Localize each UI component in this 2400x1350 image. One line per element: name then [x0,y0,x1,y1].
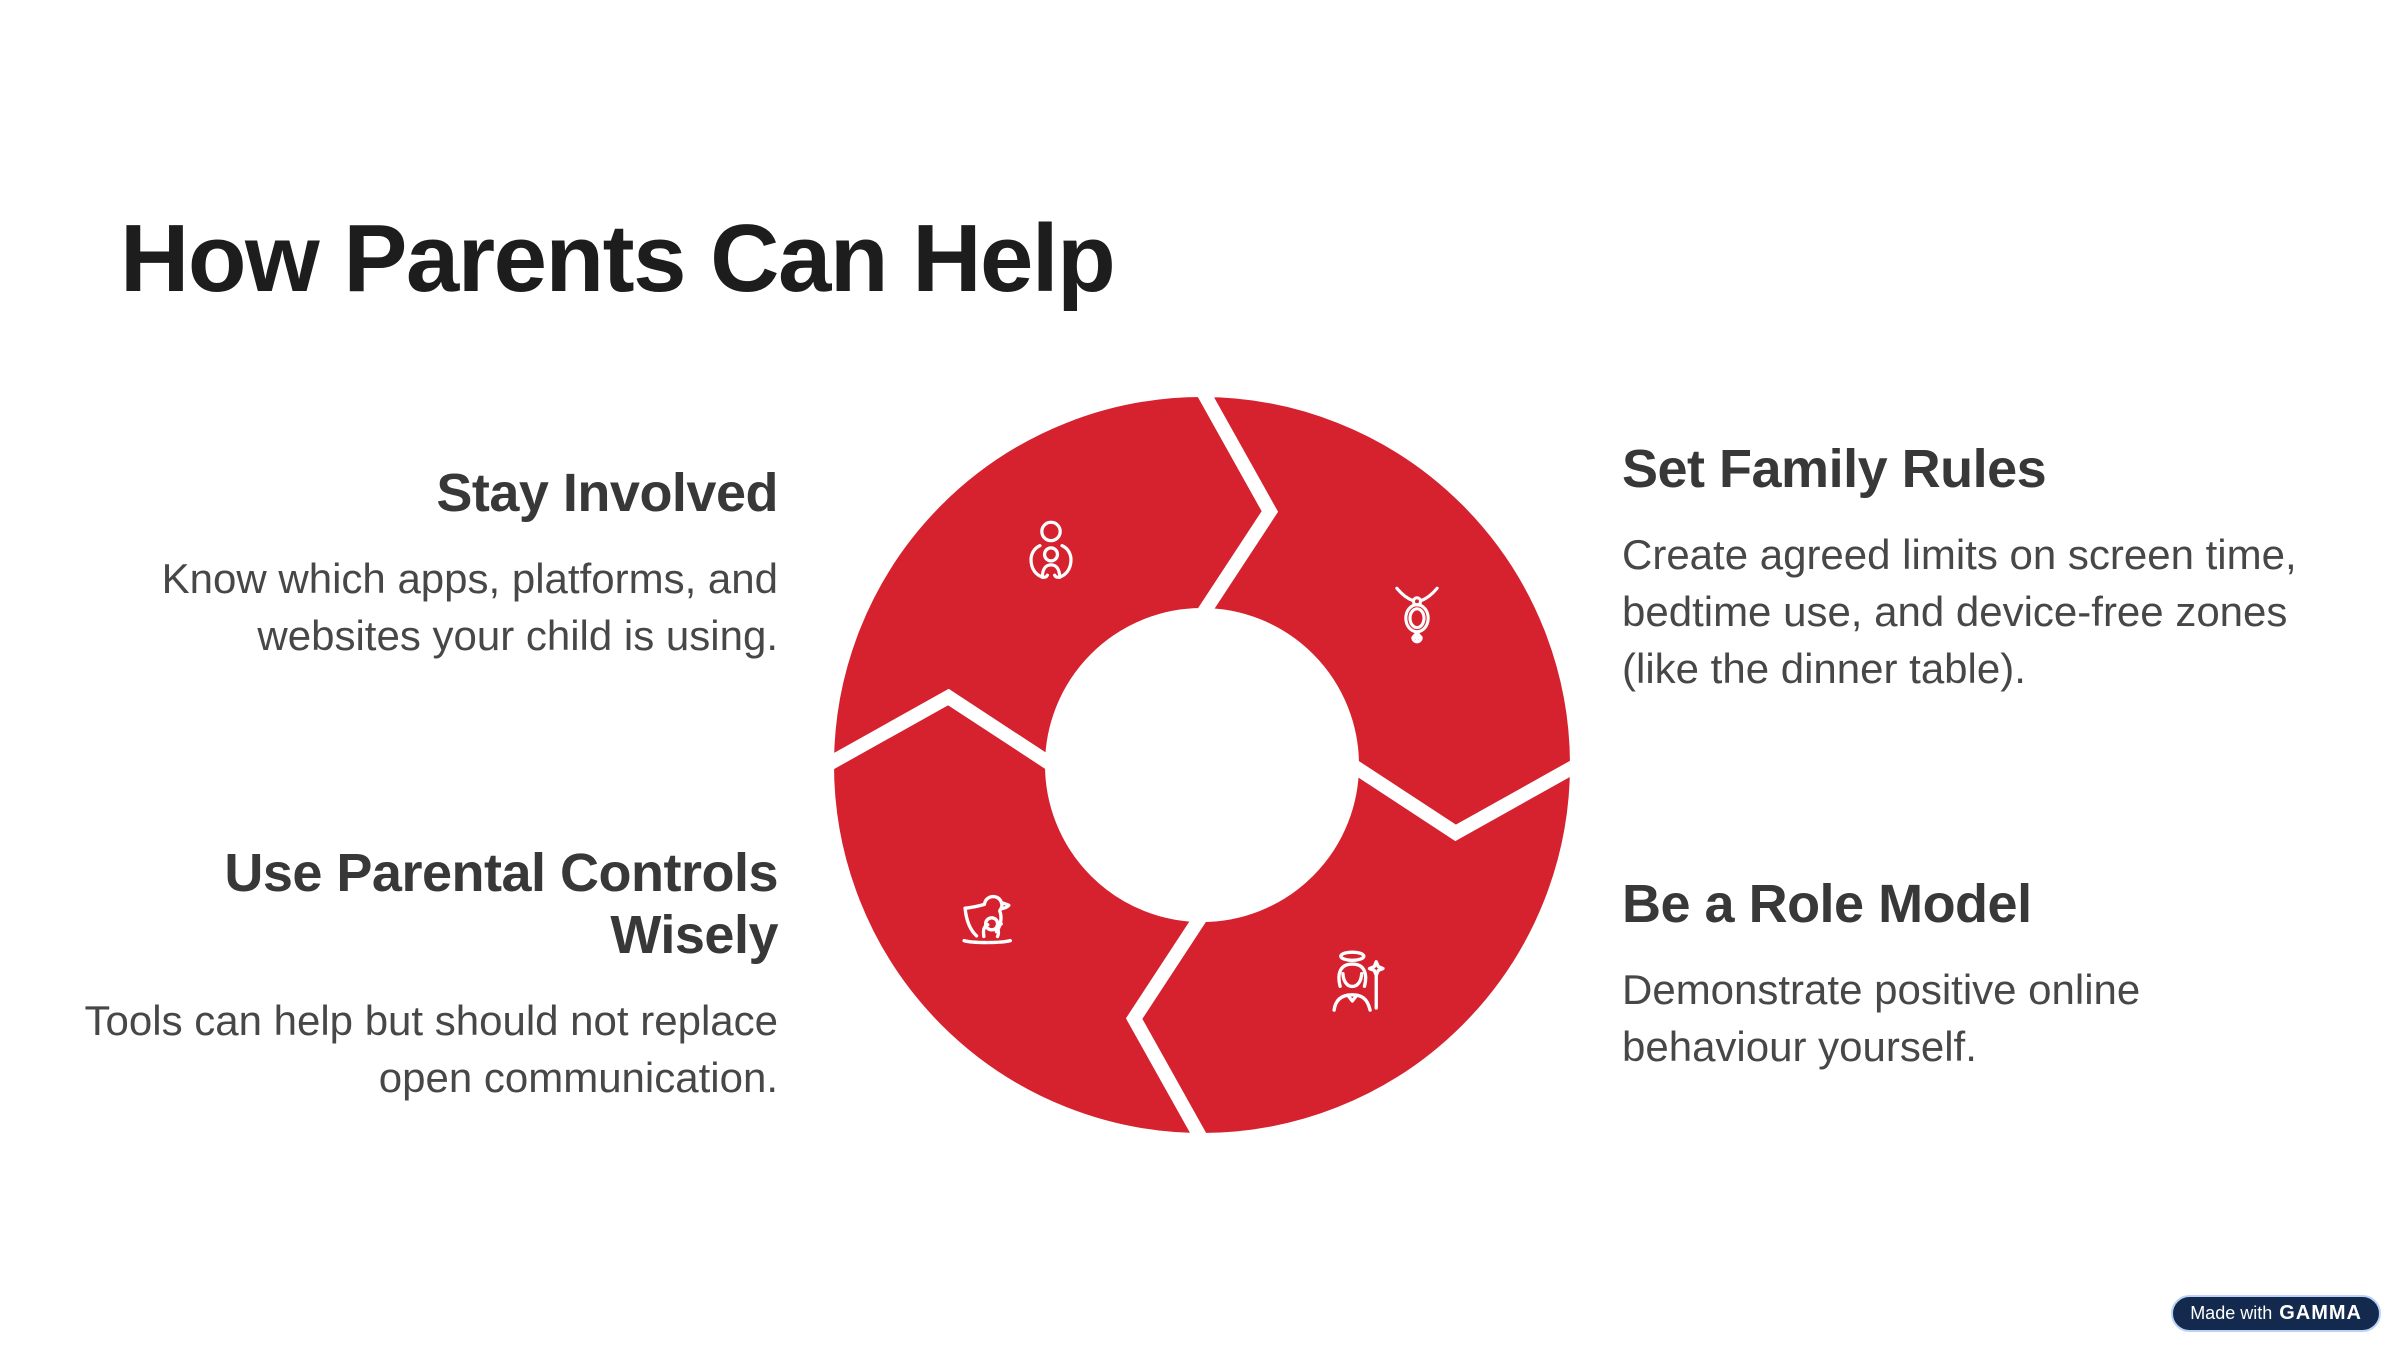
duck-icon [962,894,1012,945]
segment-top-right [1189,382,1585,842]
block-heading: Stay Involved [436,463,778,523]
block-body: Demonstrate positive online behaviour yo… [1622,966,2141,1071]
block-use-parental-controls: Use Parental Controls Wisely Tools can h… [78,842,779,1106]
block-be-a-role-model: Be a Role Model Demonstrate positive onl… [1622,873,2322,1075]
segment-bottom-left [819,688,1215,1148]
cycle-diagram [819,382,1585,1148]
segment-top-left [819,382,1279,778]
block-stay-involved: Stay Involved Know which apps, platforms… [78,462,779,664]
block-body: Know which apps, platforms, and websites… [161,555,778,660]
made-with-gamma-badge[interactable]: Made with GAMMA [2171,1295,2381,1332]
block-body: Create agreed limits on screen time, bed… [1622,531,2297,693]
block-body: Tools can help but should not replace op… [84,997,778,1102]
parent-child-icon [1029,520,1073,579]
block-heading: Use Parental Controls Wisely [224,843,778,966]
block-heading: Set Family Rules [1622,439,2047,499]
angel-icon [1332,950,1385,1012]
pendant-icon [1395,586,1439,644]
badge-prefix-text: Made with [2190,1303,2273,1323]
block-set-family-rules: Set Family Rules Create agreed limits on… [1622,438,2322,697]
page-title: How Parents Can Help [120,205,1116,312]
gamma-logo: GAMMA [2279,1302,2362,1324]
block-heading: Be a Role Model [1622,874,2032,934]
